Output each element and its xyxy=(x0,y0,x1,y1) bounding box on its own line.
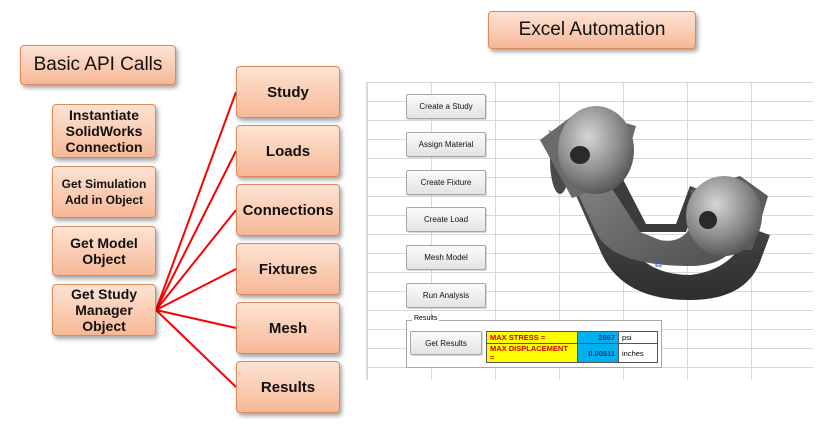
table-row: MAX STRESS = 2867 psi xyxy=(486,331,658,344)
api-call-instantiate-connection: Instantiate SolidWorks Connection xyxy=(52,104,156,158)
target-label: Study xyxy=(267,83,309,101)
table-row: MAX DISPLACEMENT = 0.00511 inches xyxy=(486,343,658,363)
connector-loads xyxy=(155,150,237,311)
create-study-button[interactable]: Create a Study xyxy=(406,94,486,119)
api-call-get-study-manager: Get Study Manager Object xyxy=(52,284,156,336)
target-label: Mesh xyxy=(268,319,308,337)
connector-results xyxy=(155,309,237,388)
max-stress-label: MAX STRESS = xyxy=(486,331,578,344)
max-displacement-value: 0.00511 xyxy=(577,343,619,363)
target-connections: Connections xyxy=(236,184,340,236)
target-study: Study xyxy=(236,66,340,118)
target-loads: Loads xyxy=(236,125,340,177)
target-results: Results xyxy=(236,361,340,413)
max-displacement-unit: inches xyxy=(618,343,658,363)
run-analysis-button[interactable]: Run Analysis xyxy=(406,283,486,308)
create-fixture-button[interactable]: Create Fixture xyxy=(406,170,486,195)
api-call-label: Get Simulation Add in Object xyxy=(61,177,147,207)
connector-fixtures xyxy=(155,268,237,311)
api-call-get-simulation-addin: Get Simulation Add in Object xyxy=(52,166,156,218)
results-group-label: Results xyxy=(412,315,440,322)
max-displacement-label: MAX DISPLACEMENT = xyxy=(486,343,578,363)
results-table: MAX STRESS = 2867 psi MAX DISPLACEMENT =… xyxy=(486,331,658,363)
get-results-button[interactable]: Get Results xyxy=(410,331,482,355)
excel-automation-title: Excel Automation xyxy=(488,11,696,49)
target-label: Loads xyxy=(265,142,311,160)
api-call-label: Get Study Manager Object xyxy=(70,286,138,334)
mesh-model-button[interactable]: Mesh Model xyxy=(406,245,486,270)
create-load-button[interactable]: Create Load xyxy=(406,207,486,232)
target-mesh: Mesh xyxy=(236,302,340,354)
basic-api-calls-title: Basic API Calls xyxy=(20,45,176,85)
max-stress-unit: psi xyxy=(618,331,658,344)
assign-material-button[interactable]: Assign Material xyxy=(406,132,486,157)
excel-automation-label: Excel Automation xyxy=(518,19,666,40)
target-fixtures: Fixtures xyxy=(236,243,340,295)
api-call-get-model-object: Get Model Object xyxy=(52,226,156,276)
connector-mesh xyxy=(155,309,237,329)
max-stress-value: 2867 xyxy=(577,331,619,344)
target-label: Fixtures xyxy=(258,260,318,278)
connector-connections xyxy=(155,209,237,311)
target-label: Results xyxy=(260,378,316,396)
target-label: Connections xyxy=(242,201,334,219)
connector-study xyxy=(155,91,237,311)
api-call-label: Instantiate SolidWorks Connection xyxy=(65,107,143,155)
api-call-label: Get Model Object xyxy=(70,235,138,267)
basic-api-calls-label: Basic API Calls xyxy=(33,54,163,75)
